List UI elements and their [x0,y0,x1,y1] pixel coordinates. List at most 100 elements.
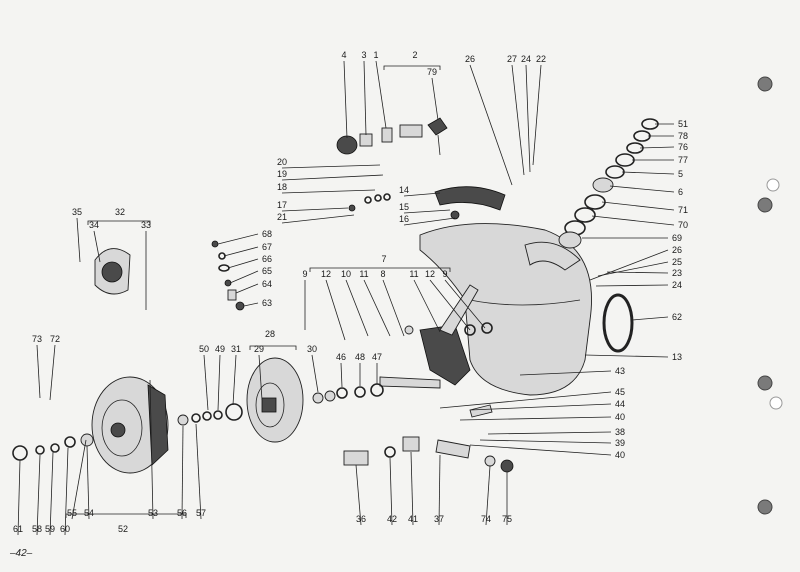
small-screws [211,240,245,311]
callout-24: 24 [672,280,682,290]
leader-line [363,60,367,136]
callout-67: 67 [262,242,272,252]
leader-line [639,146,675,149]
leader-line [429,279,471,331]
leader-line [621,171,675,175]
callout-52: 52 [118,524,128,534]
bearing-stack [558,118,659,249]
callout-22: 22 [536,54,546,64]
callout-64: 64 [262,279,272,289]
leader-line [595,284,669,287]
callout-65: 65 [262,266,272,276]
callout-75: 75 [502,514,512,524]
leader-line [217,233,259,245]
callout-13: 13 [672,352,682,362]
callout-33: 33 [141,220,151,230]
leader-line [227,258,259,269]
leader-line [203,354,209,411]
callout-24: 24 [521,54,531,64]
callout-61: 61 [13,524,23,534]
leader-line [403,217,456,226]
callout-12: 12 [321,269,331,279]
callout-50: 50 [199,344,209,354]
leader-line [281,164,381,169]
callout-39: 39 [615,438,625,448]
callout-73: 73 [32,334,42,344]
callout-40: 40 [615,412,625,422]
callout-8: 8 [380,269,385,279]
leader-line [525,64,531,173]
callout-69: 69 [672,233,682,243]
callout-41: 41 [408,514,418,524]
leader-line [36,454,41,536]
callout-17: 17 [277,200,287,210]
callout-12: 12 [425,269,435,279]
callout-5: 5 [678,169,683,179]
brake-shoes [94,248,131,295]
leader-line [281,214,355,224]
callout-6: 6 [678,187,683,197]
binder-hole [757,375,773,391]
callout-32: 32 [115,207,125,217]
callout-70: 70 [678,220,688,230]
leader-line [217,354,221,411]
callout-14: 14 [399,185,409,195]
leader-line [86,445,90,520]
callout-3: 3 [361,50,366,60]
callout-77: 77 [678,155,688,165]
callout-21: 21 [277,212,287,222]
callout-4: 4 [341,50,346,60]
callout-43: 43 [615,366,625,376]
leader-line [459,416,612,421]
callout-46: 46 [336,352,346,362]
leader-line [64,447,69,536]
callout-2: 2 [412,50,417,60]
callout-47: 47 [372,352,382,362]
leader-line [410,451,414,526]
brake-drum [91,376,169,474]
bolt [469,404,493,418]
page-number: –42– [10,548,33,559]
leader-line [631,316,669,321]
callout-71: 71 [678,205,688,215]
callout-34: 34 [89,220,99,230]
callout-76: 76 [678,142,688,152]
leader-line [403,192,441,197]
leader-line [343,60,348,139]
leader-line [325,279,346,341]
callout-45: 45 [615,387,625,397]
group-bracket [87,220,151,225]
group-bracket [249,345,297,350]
leader-line [93,230,101,263]
leader-line [281,174,384,181]
binder-hole [757,76,773,92]
callout-53: 53 [148,508,158,518]
callout-58: 58 [32,524,42,534]
leader-line [589,249,669,281]
leader-line [36,344,41,399]
leader-line [181,425,184,520]
leader-line [584,354,669,358]
callout-23: 23 [672,268,682,278]
callout-49: 49 [215,344,225,354]
callout-7: 7 [381,254,386,264]
callout-63: 63 [262,298,272,308]
callout-79: 79 [427,67,437,77]
leader-line [345,279,369,337]
callout-44: 44 [615,399,625,409]
group-bracket [65,513,187,518]
brake-plate [246,357,304,443]
leader-line [229,270,259,284]
callout-38: 38 [615,427,625,437]
leader-line [223,246,259,257]
leader-line [601,201,675,211]
screws-top [348,193,460,220]
leader-line [363,279,391,337]
callout-9: 9 [442,269,447,279]
callout-37: 37 [434,514,444,524]
leader-line [431,77,439,121]
callout-11: 11 [359,269,368,279]
callout-57: 57 [196,508,206,518]
